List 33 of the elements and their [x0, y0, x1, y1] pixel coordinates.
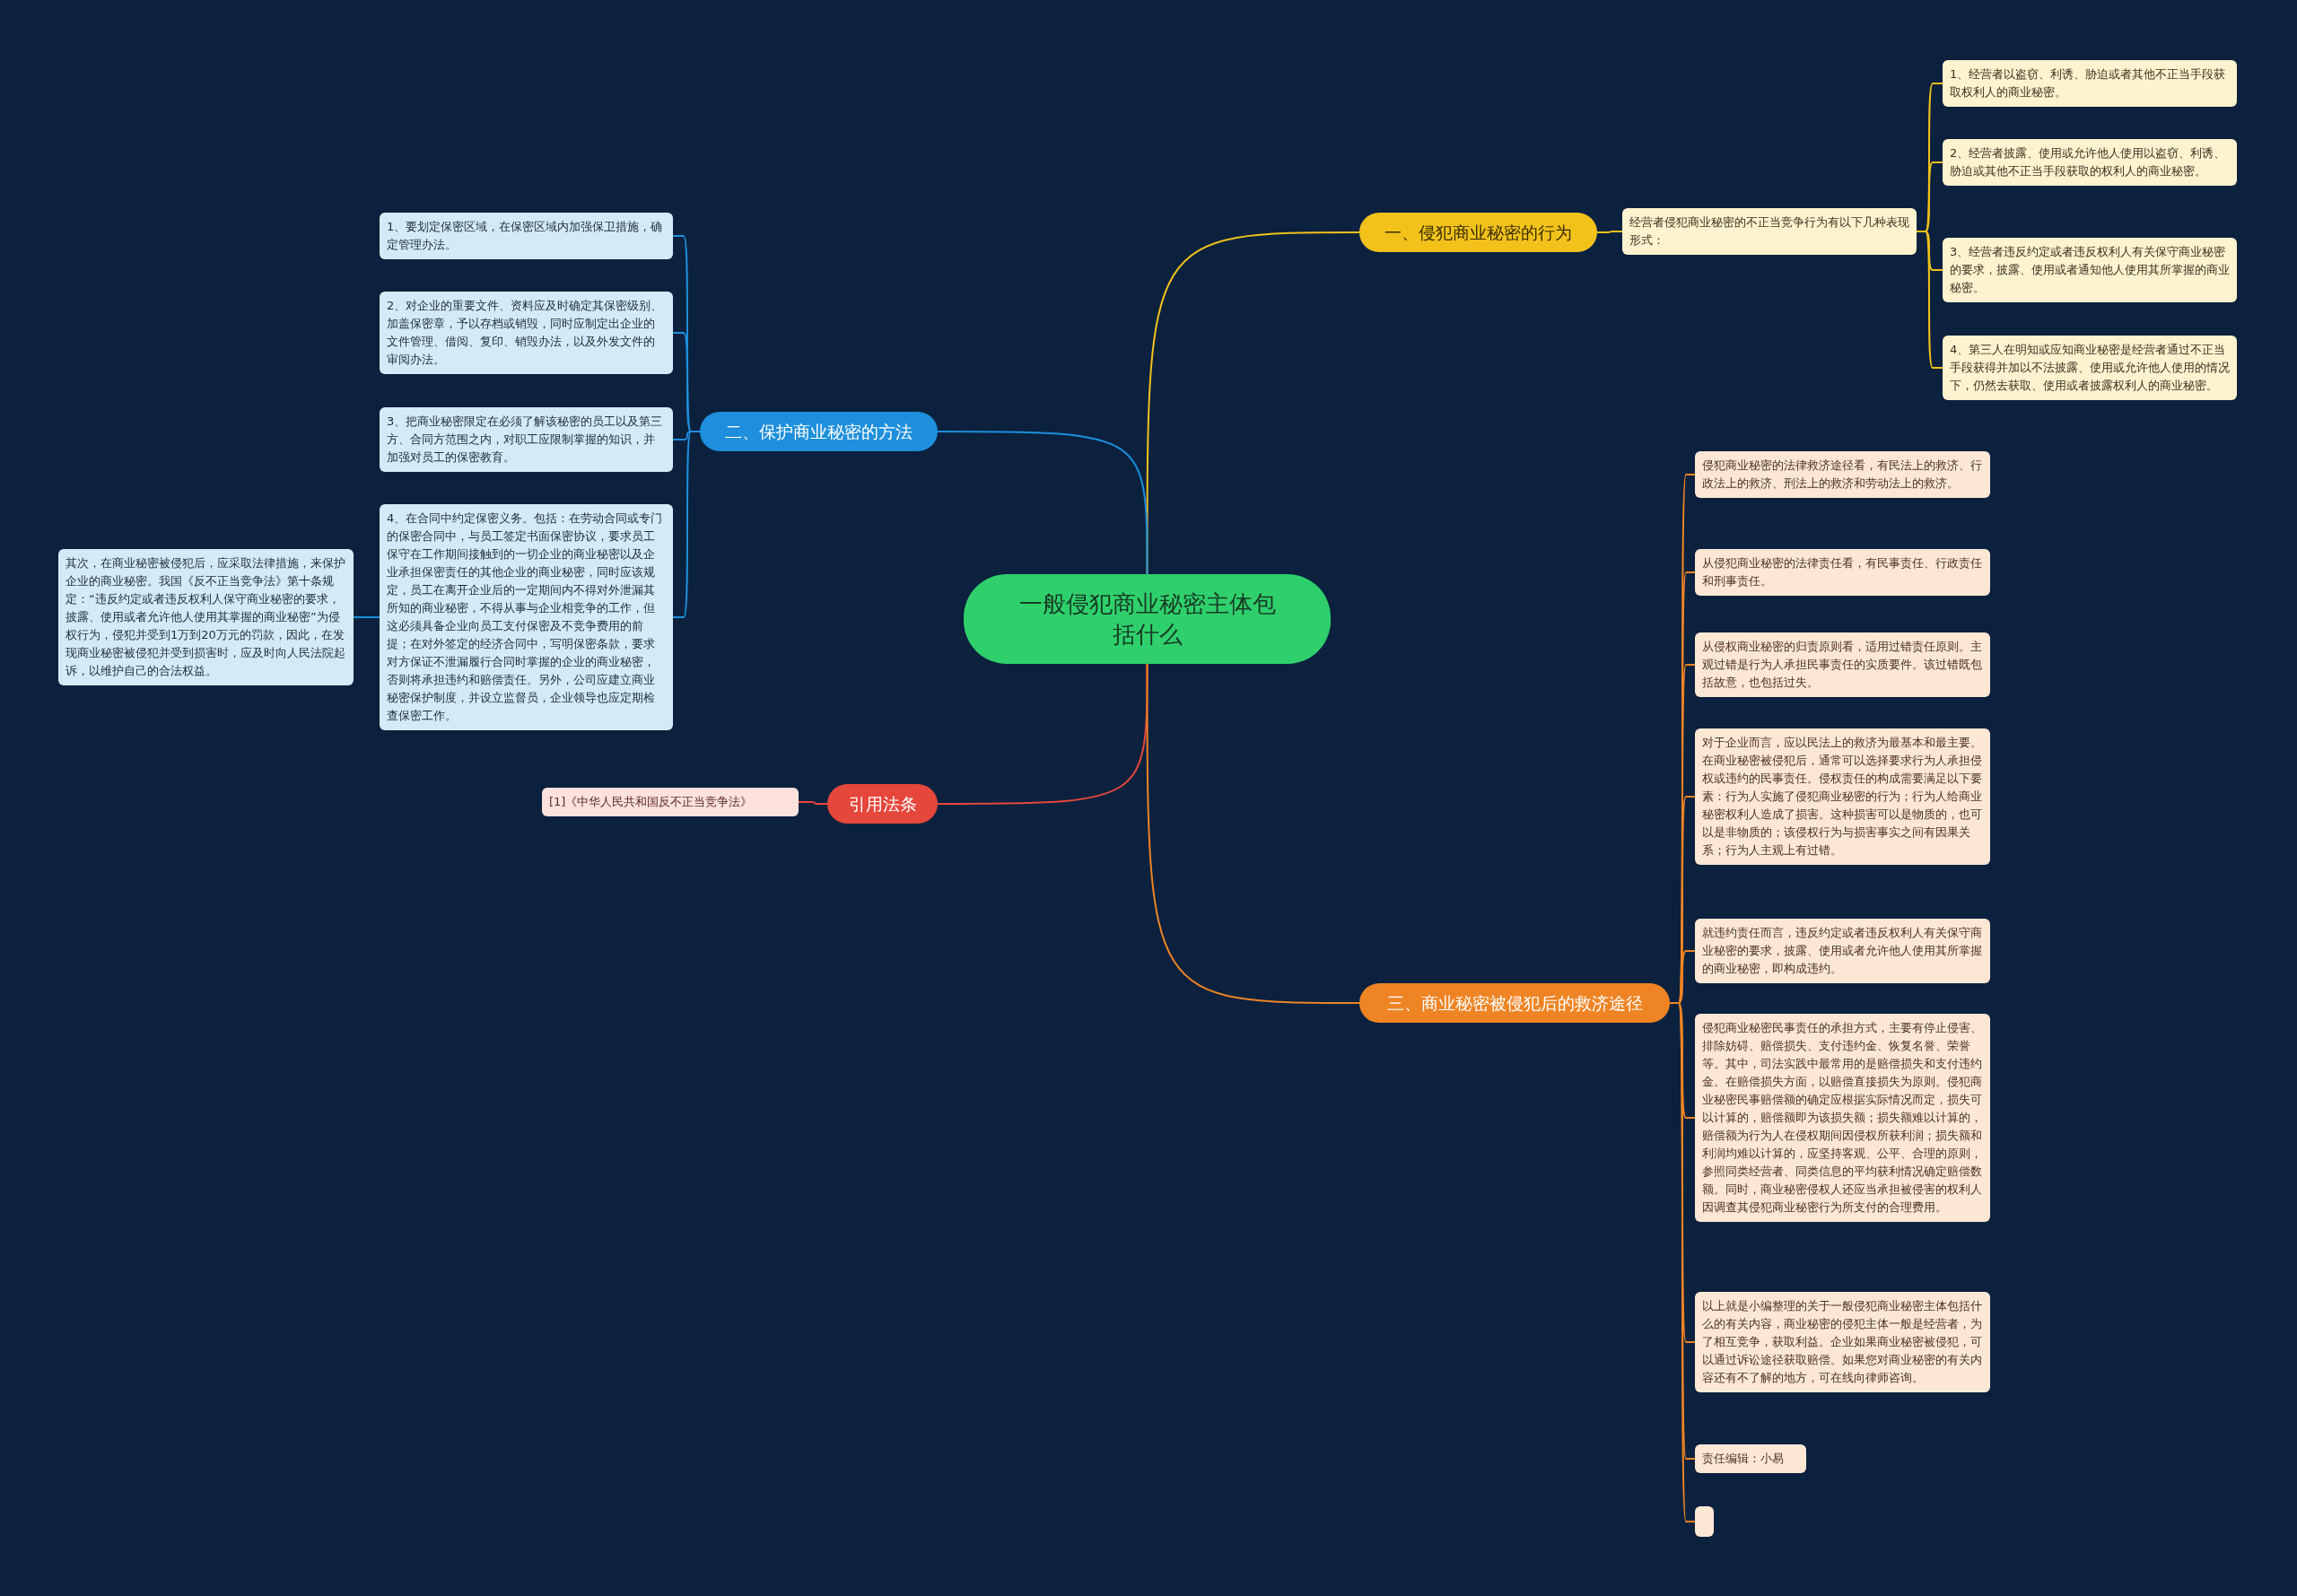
central-topic: 一般侵犯商业秘密主体包括什么: [964, 574, 1331, 664]
note-box: 1、要划定保密区域，在保密区域内加强保卫措施，确定管理办法。: [380, 213, 673, 259]
connector-line: [937, 431, 1148, 575]
connector-line: [1596, 231, 1623, 233]
empty-box: [1695, 1506, 1714, 1537]
note-box: 从侵犯商业秘密的法律责任看，有民事责任、行政责任和刑事责任。: [1695, 549, 1990, 596]
branch-topic: 一、侵犯商业秘密的行为: [1359, 213, 1597, 252]
note-box: 侵犯商业秘密的法律救济途径看，有民法上的救济、行政法上的救济、刑法上的救济和劳动法上的救济。: [1695, 451, 1990, 498]
connector-line: [353, 616, 380, 618]
note-box: 经营者侵犯商业秘密的不正当竞争行为有以下几种表现形式：: [1622, 208, 1917, 255]
note-box: 责任编辑：小易: [1695, 1444, 1806, 1473]
note-box: 2、对企业的重要文件、资料应及时确定其保密级别、加盖保密章，予以存档或销毁，同时应制定出企业的文件管理、借阅、复印、销毁办法，以及外发文件的审阅办法。: [380, 292, 673, 374]
note-box: 3、经营者违反约定或者违反权利人有关保守商业秘密的要求，披露、使用或者通知他人使用其所掌握的商业秘密。: [1943, 238, 2237, 302]
connector-line: [1146, 663, 1360, 1004]
connector-line: [937, 663, 1148, 805]
note-box: 3、把商业秘密限定在必须了解该秘密的员工以及第三方、合同方范围之内，对职工应限制掌握的知识，并加强对员工的保密教育。: [380, 407, 673, 472]
branch-topic: 二、保护商业秘密的方法: [700, 412, 938, 451]
branch-topic: 三、商业秘密被侵犯后的救济途径: [1359, 983, 1670, 1023]
note-box: 就违约责任而言，违反约定或者违反权利人有关保守商业秘密的要求，披露、使用或者允许他人使用其所掌握的商业秘密，即构成违约。: [1695, 919, 1990, 983]
note-box: 4、第三人在明知或应知商业秘密是经营者通过不正当手段获得并加以不法披露、使用或允许他人使用的情况下，仍然去获取、使用或者披露权利人的商业秘密。: [1943, 336, 2237, 400]
note-box: 4、在合同中约定保密义务。包括：在劳动合同或专门的保密合同中，与员工签定书面保密协议，要求员工保守在工作期间接触到的一切企业的商业秘密以及企业承担保密责任的其他企业的商业秘密，同时应该规定，员工在离开企业后的一定期间内不得对外泄漏其所知的商业秘密，不得从事与企业相竞争的工作，但这必须具备企业向员工支付保密及不竞争费用的前提；在对外签定的经济合同中，写明保密条款，要求对方保证不泄漏履行合同时掌握的企业的商业秘密，否则将承担违约和赔偿责任。另外，公司应建立商业秘密保护制度，并设立监督员，企业领导也应定期检查保密工作。: [380, 504, 673, 730]
note-box: 侵犯商业秘密民事责任的承担方式，主要有停止侵害、排除妨碍、赔偿损失、支付违约金、恢复名誉、荣誉等。其中，司法实践中最常用的是赔偿损失和支付违约金。在赔偿损失方面，以赔偿直接损失为原则。侵犯商业秘密民事赔偿额的确定应根据实际情况而定，损失可以计算的，赔偿额即为该损失额；损失额难以计算的，赔偿额为行为人在侵权期间因侵权所获利润；损失额和利润均难以计算的，应坚持客观、公平、合理的原则，参照同类经营者、同类信息的平均获利情况确定赔偿数额。同时，商业秘密侵权人还应当承担被侵害的权利人因调查其侵犯商业秘密行为所支付的合理费用。: [1695, 1014, 1990, 1222]
note-box: 从侵权商业秘密的归责原则看，适用过错责任原则。主观过错是行为人承担民事责任的实质要件。该过错既包括故意，也包括过失。: [1695, 632, 1990, 697]
branch-topic: 引用法条: [827, 784, 938, 824]
note-box: 其次，在商业秘密被侵犯后，应采取法律措施，来保护企业的商业秘密。我国《反不正当竞争法》第十条规定：“违反约定或者违反权利人保守商业秘密的要求，披露、使用或者允许他人使用其掌握的商业秘密”为侵权行为，侵犯并受到1万到20万元的罚款，因此，在发现商业秘密被侵犯并受到损害时，应及时向人民法院起诉，以维护自己的合法权益。: [58, 549, 354, 685]
connector-line: [672, 431, 701, 618]
note-box: [1]《中华人民共和国反不正当竞争法》: [542, 788, 799, 816]
connector-line: [798, 801, 828, 805]
note-box: 以上就是小编整理的关于一般侵犯商业秘密主体包括什么的有关内容，商业秘密的侵犯主体一般是经营者，为了相互竞争，获取利益。企业如果商业秘密被侵犯，可以通过诉讼途径获取赔偿。如果您对商业秘密的有关内容还有不了解的地方，可在线向律师咨询。: [1695, 1292, 1990, 1392]
note-box: 1、经营者以盗窃、利诱、胁迫或者其他不正当手段获取权利人的商业秘密。: [1943, 60, 2237, 107]
connector-line: [1146, 231, 1360, 575]
note-box: 对于企业而言，应以民法上的救济为最基本和最主要。在商业秘密被侵犯后，通常可以选择要求行为人承担侵权或违约的民事责任。侵权责任的构成需要满足以下要素：行为人实施了侵犯商业秘密的行为；行为人给商业秘密权利人造成了损害。这种损害可以是物质的，也可以是非物质的；该侵权行为与损害事实之间有因果关系；行为人主观上有过错。: [1695, 728, 1990, 865]
note-box: 2、经营者披露、使用或允许他人使用以盗窃、利诱、胁迫或其他不正当手段获取的权利人的商业秘密。: [1943, 139, 2237, 186]
